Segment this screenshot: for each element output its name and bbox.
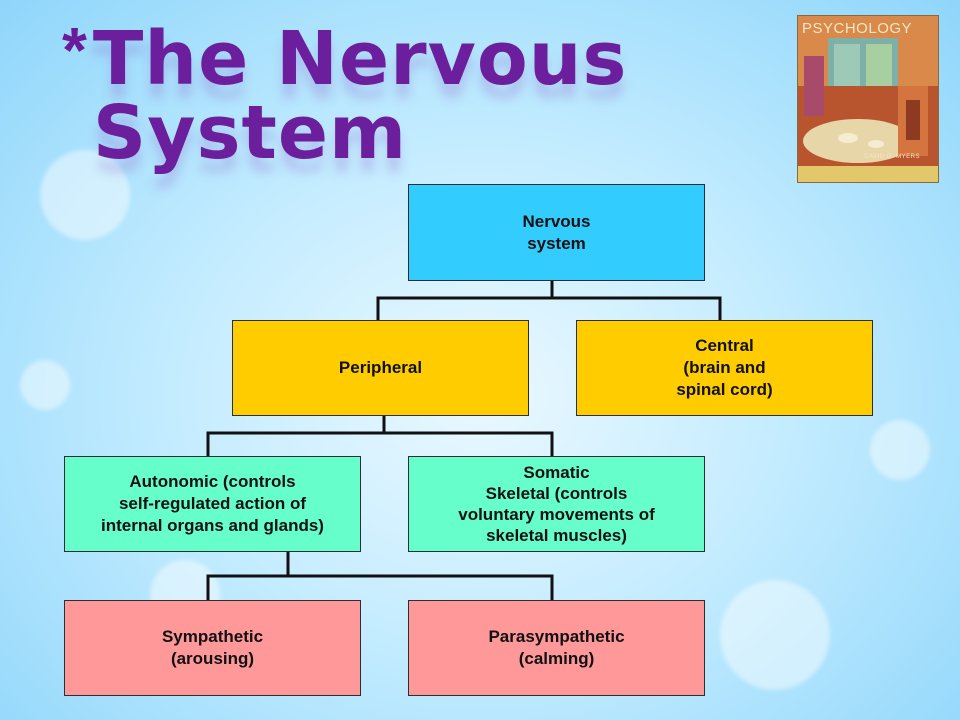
book-cover-image: PSYCHOLOGY DAVID G. MYERS [797,15,939,183]
background-bokeh [40,150,130,240]
node-nervous-system: Nervous system [408,184,705,281]
node-autonomic: Autonomic (controls self-regulated actio… [64,456,361,552]
asterisk-bullet: * [62,14,87,86]
node-central: Central (brain and spinal cord) [576,320,873,416]
book-cover-author: DAVID G. MYERS [864,154,920,160]
background-bokeh [720,580,830,690]
slide-header: * The Nervous System [62,16,960,176]
background-bokeh [20,360,70,410]
background-bokeh [870,420,930,480]
node-parasympathetic: Parasympathetic (calming) [408,600,705,696]
node-sympathetic: Sympathetic (arousing) [64,600,361,696]
node-somatic: Somatic Skeletal (controls voluntary mov… [408,456,705,552]
node-peripheral: Peripheral [232,320,529,416]
book-cover-painting [798,16,938,182]
book-cover-title: PSYCHOLOGY [802,20,913,37]
slide-title: The Nervous System [92,16,628,176]
